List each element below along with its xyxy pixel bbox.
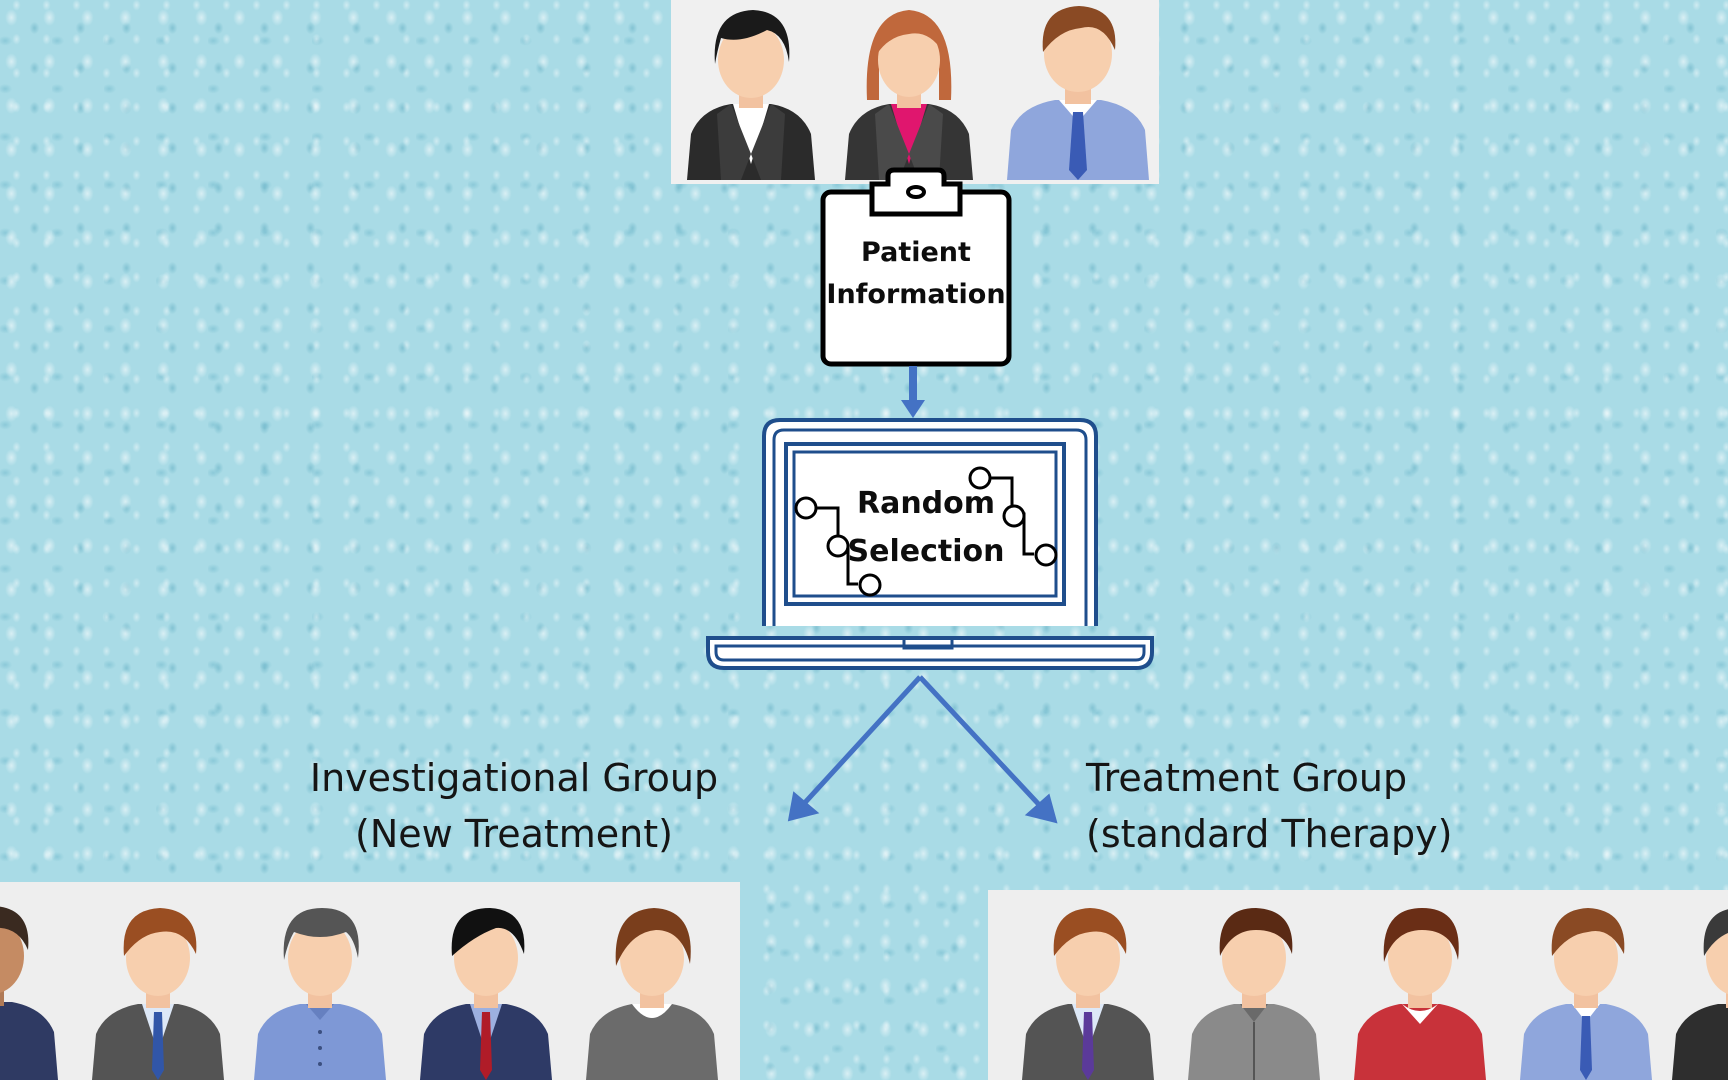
computer-line-2: Selection: [847, 534, 1005, 569]
investigational-group-panel: [0, 882, 740, 1080]
treatment-group-panel: [988, 890, 1728, 1080]
clipboard-text: Patient Information: [823, 232, 1009, 316]
woman-red-hair-icon: [845, 10, 973, 180]
clipboard-icon: [820, 167, 1012, 367]
arrow-left-head: [787, 791, 820, 822]
man-black-hair-icon: [420, 908, 552, 1080]
man-brown-hair-icon: [1007, 6, 1149, 180]
computer-text: Random Selection: [826, 480, 1026, 576]
man-gray-hair-icon: [254, 908, 386, 1080]
arrow-right-head: [1024, 793, 1058, 824]
man-partial-icon: [1672, 909, 1728, 1080]
man-brown-hair-icon: [1520, 908, 1652, 1080]
patients-panel: [671, 0, 1159, 184]
clipboard-line-1: Patient: [861, 237, 971, 268]
left-group-line-2: (New Treatment): [355, 812, 673, 856]
man-red-sweater-icon: [1354, 908, 1486, 1080]
man-brown-hair-icon: [92, 908, 224, 1080]
right-group-line-2: (standard Therapy): [1086, 812, 1453, 856]
man-brown-hair-icon: [1022, 908, 1154, 1080]
left-group-line-1: Investigational Group: [309, 756, 719, 800]
right-group-line-1: Treatment Group: [1086, 756, 1408, 800]
computer-line-1: Random: [856, 486, 996, 521]
woman-black-hair-icon: [687, 10, 815, 180]
man-dark-hair-icon: [1188, 908, 1320, 1080]
man-partial-icon: [0, 906, 58, 1080]
treatment-group-label: Treatment Group (standard Therapy): [1086, 750, 1466, 862]
investigational-group-label: Investigational Group (New Treatment): [296, 750, 732, 862]
arrow-down: [901, 366, 925, 418]
branch-arrows: [787, 675, 1058, 824]
clipboard-line-2: Information: [826, 279, 1006, 310]
circuit-icon: [794, 466, 1058, 597]
man-brown-hair-icon: [586, 908, 718, 1080]
